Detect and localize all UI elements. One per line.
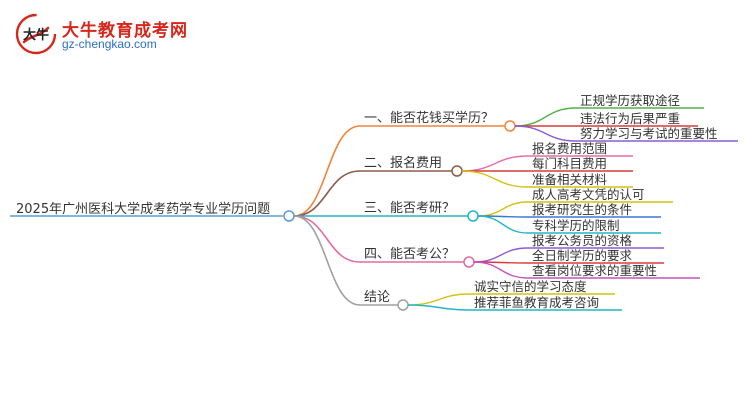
leaf-label[interactable]: 正规学历获取途径 — [580, 93, 680, 108]
leaf-connector — [473, 261, 529, 279]
branch-1-connector — [293, 125, 361, 217]
branch-5-connector — [293, 215, 361, 306]
leaf-connector — [477, 201, 529, 217]
leaf-connector — [477, 215, 529, 234]
branch-1: 一、能否花钱买学历？ 正规学历获取途径 违法行为后果严重 努力学习与考试的重要性 — [293, 93, 738, 217]
branch-3-node[interactable] — [467, 210, 479, 222]
branch-4: 四、能否考公？ 报考公务员的资格 全日制学历的要求 查看岗位要求的重要性 — [293, 215, 700, 279]
leaf-connector — [461, 155, 529, 172]
branch-1-label[interactable]: 一、能否花钱买学历？ — [364, 110, 494, 126]
leaf-label[interactable]: 每门科目费用 — [532, 156, 607, 171]
leaf-label[interactable]: 报名费用范围 — [532, 141, 607, 156]
leaf-connector — [461, 170, 529, 188]
leaf-connector — [514, 107, 577, 127]
branch-5: 结论 诚实守信的学习态度 推荐菲鱼教育成考咨询 — [293, 215, 622, 311]
leaf-label[interactable]: 报考研究生的条件 — [532, 202, 632, 217]
bull-logo-icon: 大牛 — [15, 13, 57, 55]
branch-4-label[interactable]: 四、能否考公？ — [364, 247, 455, 262]
branch-1-node[interactable] — [504, 120, 516, 132]
branch-5-label[interactable]: 结论 — [364, 290, 390, 305]
branch-4-node[interactable] — [463, 256, 475, 268]
branch-2: 二、报名费用 报名费用范围 每门科目费用 准备相关材料 — [293, 141, 633, 217]
site-title: 大牛教育成考网 — [62, 21, 188, 41]
root-topic[interactable]: 2025年广州医科大学成考药学专业学历问题 — [16, 201, 270, 217]
branch-3-label[interactable]: 三、能否考研？ — [364, 201, 455, 216]
leaf-label[interactable]: 推荐菲鱼教育成考咨询 — [474, 295, 599, 310]
leaf-connector — [473, 247, 529, 263]
leaf-label[interactable]: 查看岗位要求的重要性 — [532, 263, 657, 278]
leaf-label[interactable]: 报考公务员的资格 — [532, 233, 633, 248]
leaf-connector — [407, 293, 471, 306]
leaf-label[interactable]: 诚实守信的学习态度 — [474, 279, 587, 294]
leaf-label[interactable]: 专科学历的限制 — [532, 218, 620, 233]
leaf-label[interactable]: 违法行为后果严重 — [580, 111, 680, 126]
leaf-connector — [514, 125, 577, 142]
branch-5-node[interactable] — [397, 299, 409, 311]
leaf-label[interactable]: 全日制学历的要求 — [532, 248, 633, 263]
leaf-label[interactable]: 准备相关材料 — [532, 172, 608, 187]
brand-logo[interactable]: 大牛 大牛教育成考网 gz-chengkao.com — [14, 12, 187, 56]
branch-2-node[interactable] — [451, 165, 463, 177]
leaf-label[interactable]: 成人高考文凭的认可 — [532, 187, 645, 202]
root-node[interactable] — [283, 210, 295, 222]
leaf-label[interactable]: 努力学习与考试的重要性 — [580, 126, 718, 141]
logo-glyph: 大牛 — [23, 27, 49, 43]
leaf-connector — [407, 304, 471, 311]
branch-4-connector — [293, 215, 361, 263]
branch-2-connector — [293, 170, 361, 217]
branch-2-label[interactable]: 二、报名费用 — [364, 155, 442, 171]
branch-3: 三、能否考研？ 成人高考文凭的认可 报考研究生的条件 专科学历的限制 — [293, 187, 673, 234]
site-url[interactable]: gz-chengkao.com — [62, 37, 157, 51]
